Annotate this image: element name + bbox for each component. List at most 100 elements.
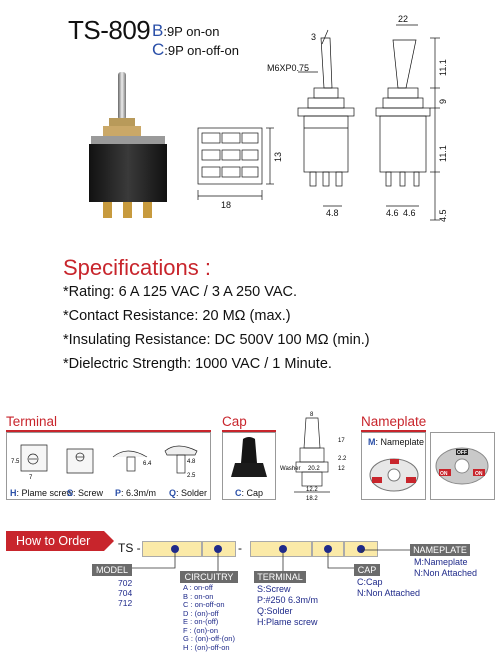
model-title: TS-809 bbox=[68, 15, 151, 45]
how-to-order-banner: How to Order bbox=[6, 531, 114, 551]
model-702: 702 bbox=[118, 578, 133, 588]
dim-11-1-top: 11.1 bbox=[438, 59, 448, 76]
terminal-rule bbox=[6, 430, 211, 432]
nameplate-rule bbox=[361, 430, 426, 432]
variant-c-text: :9P on-off-on bbox=[164, 43, 239, 58]
spec-insulating-resistance: *Insulating Resistance: DC 500V 100 MΩ (… bbox=[63, 332, 370, 348]
tag-cap: CAP bbox=[354, 564, 380, 576]
cap-rule bbox=[222, 430, 276, 432]
cap-dim-12-2: 12.2 bbox=[306, 487, 318, 493]
tag-model: MODEL bbox=[92, 564, 132, 576]
plate-text-top: OFF bbox=[457, 450, 467, 456]
lever bbox=[118, 72, 126, 120]
tag-nameplate: NAMEPLATE bbox=[410, 544, 470, 556]
thread-label: M6XP0.75 bbox=[267, 63, 309, 73]
model-704: 704 bbox=[118, 588, 133, 598]
nameplate-title: Nameplate bbox=[361, 414, 427, 429]
side-lever-outline bbox=[392, 39, 417, 89]
terminal-panel: 7.5 7 6.4 4.8 2.5 H: Plame screw S: Scre… bbox=[6, 432, 211, 500]
dot-circuitry bbox=[214, 545, 222, 553]
cap-dim-17: 17 bbox=[338, 438, 345, 444]
circuitry-e: E : on-(off) bbox=[183, 617, 219, 626]
variant-b-letter: B bbox=[152, 21, 164, 40]
spec-rating: *Rating: 6 A 125 VAC / 3 A 250 VAC. bbox=[63, 284, 298, 300]
terminal-opt-s: S:Screw bbox=[257, 584, 291, 594]
product-photo bbox=[89, 72, 167, 218]
variant-b-text: :9P on-on bbox=[163, 24, 220, 39]
circuitry-f: F : (on)-on bbox=[183, 625, 219, 635]
terminal-opt-q: Q:Solder bbox=[257, 606, 293, 616]
cap-dim-18-2: 18.2 bbox=[306, 496, 318, 502]
nameplate-icon bbox=[369, 458, 419, 492]
lever-outline bbox=[320, 37, 333, 89]
dim-22: 22 bbox=[398, 14, 408, 24]
cap-washer-label: Washer bbox=[280, 466, 300, 472]
cap-dim-20-2: 20.2 bbox=[308, 466, 320, 472]
cap-opt-n: N:Non Attached bbox=[357, 588, 421, 598]
dim-4-8: 4.8 bbox=[326, 208, 339, 218]
tag-terminal: TERMINAL bbox=[254, 571, 306, 583]
variant-c: C:9P on-off-on bbox=[152, 40, 239, 60]
terminal-options: S:Screw P:#250 6.3m/m Q:Solder H:Plame s… bbox=[257, 584, 318, 628]
terminal-opt-h: H:Plame screw bbox=[257, 617, 318, 627]
order-dash: - bbox=[238, 541, 242, 555]
dim-4-6-right: 4.6 bbox=[403, 208, 416, 218]
cap-dim-8: 8 bbox=[310, 412, 314, 418]
bottom-view bbox=[197, 127, 263, 185]
terminal-dim-4-8: 4.8 bbox=[187, 459, 196, 465]
terminal-h-label: H: Plame screw bbox=[10, 488, 74, 498]
bushing bbox=[109, 118, 135, 128]
cap-photo-panel: C: Cap bbox=[222, 432, 276, 500]
nut bbox=[103, 126, 141, 136]
nameplate-photo-panel: ON OFF ON bbox=[430, 432, 495, 500]
dim-4-5: 4.5 bbox=[438, 209, 448, 222]
spec-title: Specifications : bbox=[63, 255, 211, 280]
cap-dim-2-2: 2.2 bbox=[338, 456, 347, 462]
dim-13: 13 bbox=[273, 152, 283, 162]
plate-text-right: ON bbox=[475, 471, 483, 477]
cap-options: C:Cap N:Non Attached bbox=[357, 577, 420, 599]
terminal-s-label: S: Screw bbox=[67, 488, 104, 498]
circuitry-list: A : on-off B : on-on C : on-off-on D : (… bbox=[183, 583, 235, 652]
cap-dim-12: 12 bbox=[338, 466, 345, 472]
dim-18: 18 bbox=[221, 200, 231, 210]
circuitry-d: D : (on)-off bbox=[183, 608, 219, 618]
nameplate-opt-n: N:Non Attached bbox=[414, 568, 478, 578]
nameplate-opt-m: M:Nameplate bbox=[414, 557, 468, 567]
dot-terminal bbox=[279, 545, 287, 553]
terminal-dim-6-4: 6.4 bbox=[143, 461, 152, 467]
dim-9: 9 bbox=[438, 99, 448, 104]
nameplate-panel: M: Nameplate bbox=[361, 432, 426, 500]
dot-model bbox=[171, 545, 179, 553]
variant-c-letter: C bbox=[152, 40, 165, 59]
terminal-dim-2-5: 2.5 bbox=[187, 473, 196, 479]
cap-drawing: 8 17 2.2 12 Washer 20.2 12.2 18.2 bbox=[280, 412, 347, 502]
angle-label: 3 bbox=[311, 32, 316, 42]
terminal-dim-7-5: 7.5 bbox=[11, 459, 20, 465]
tag-circuitry: CIRCUITRY bbox=[180, 571, 238, 583]
variant-b: B:9P on-on bbox=[152, 21, 219, 41]
terminal-title: Terminal bbox=[6, 414, 58, 429]
order-prefix: TS - bbox=[118, 541, 141, 555]
dim-4-6-left: 4.6 bbox=[386, 208, 399, 218]
terminal-p-label: P: 6.3m/m bbox=[115, 488, 157, 498]
nameplate-options: M:Nameplate N:Non Attached bbox=[414, 557, 477, 579]
model-list: 702 704 712 bbox=[118, 578, 132, 608]
spec-dielectric-strength: *Dielectric Strength: 1000 VAC / 1 Minut… bbox=[63, 356, 332, 372]
circuitry-g: G : (on)-off-(on) bbox=[183, 634, 235, 643]
terminal-drawings: 7.5 7 6.4 4.8 2.5 bbox=[11, 444, 198, 481]
cap-label: C: Cap bbox=[235, 488, 264, 498]
circuitry-c: C : on-off-on bbox=[183, 600, 225, 609]
nameplate-photo: ON OFF ON bbox=[435, 447, 489, 485]
circuitry-a: A : on-off bbox=[183, 583, 213, 592]
body bbox=[89, 144, 167, 202]
dimension-drawings: 18 13 M6XP0.75 3 4.8 22 4.6 4.6 11.1 9 1… bbox=[197, 14, 448, 222]
circuitry-h: H : (on)-off-on bbox=[183, 642, 230, 652]
model-712: 712 bbox=[118, 598, 133, 608]
terminal-q-label: Q: Solder bbox=[169, 488, 208, 498]
frame bbox=[91, 136, 165, 144]
cap-opt-c: C:Cap bbox=[357, 577, 383, 587]
dim-11-1-bottom: 11.1 bbox=[438, 145, 448, 162]
cap-title: Cap bbox=[222, 414, 247, 429]
spec-contact-resistance: *Contact Resistance: 20 MΩ (max.) bbox=[63, 308, 291, 324]
